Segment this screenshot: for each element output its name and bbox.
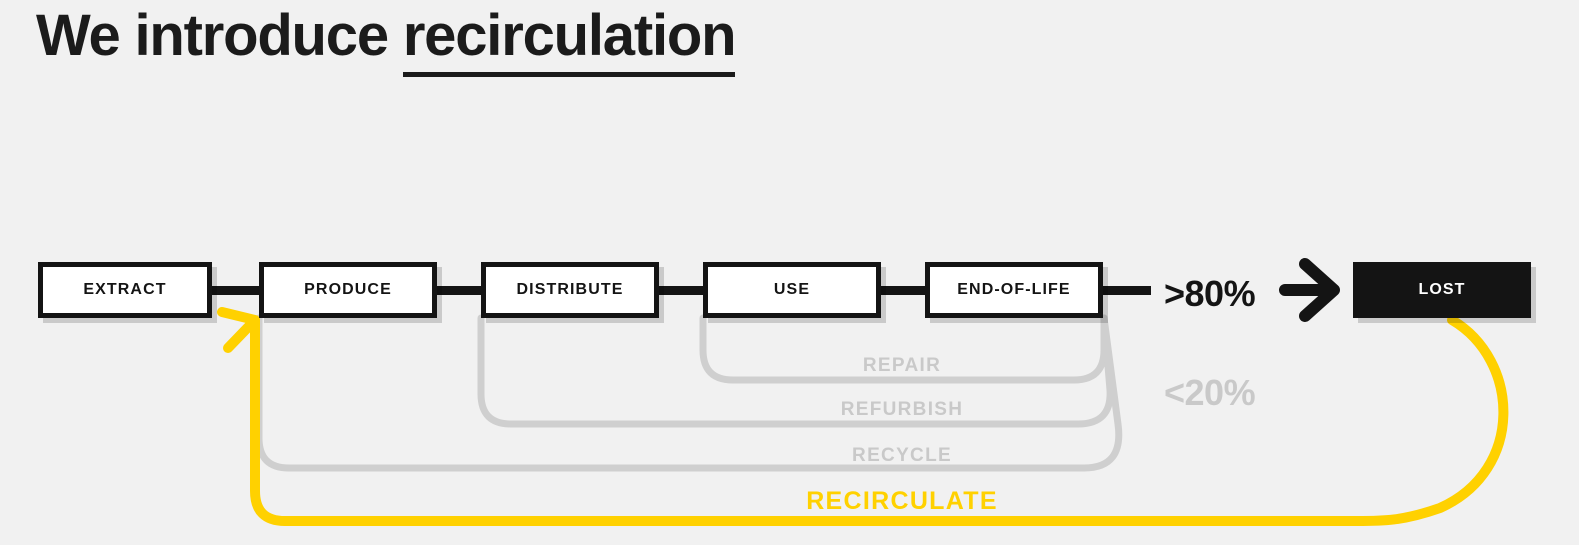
connector-bar (208, 286, 264, 295)
loop-path-refurbish (477, 314, 1114, 428)
stage-box-use[interactable]: USE (703, 262, 881, 318)
stage-label: DISTRIBUTE (516, 281, 624, 298)
page-title-emphasis: recirculation (402, 3, 737, 77)
loop-path-repair (699, 314, 1108, 384)
recirculate-arrowhead-icon (217, 307, 260, 377)
loop-label-recirculate: RECIRCULATE (806, 487, 998, 515)
stage-box-extract[interactable]: EXTRACT (38, 262, 212, 318)
connector-bar (433, 286, 485, 295)
loop-label-repair: REPAIR (862, 355, 942, 376)
stage-box-distribute[interactable]: DISTRIBUTE (481, 262, 659, 318)
connector-bar (655, 286, 707, 295)
stage-label: END-OF-LIFE (957, 281, 1071, 298)
percentage-major-label: >80% (1164, 273, 1256, 314)
loop-label-refurbish: REFURBISH (840, 399, 964, 420)
arrow-right-icon (1279, 258, 1340, 322)
stage-label: USE (773, 281, 811, 298)
stage-label: PRODUCE (304, 281, 392, 298)
stage-box-produce[interactable]: PRODUCE (259, 262, 437, 318)
loop-path-recirculate (250, 315, 1509, 527)
loop-label-recycle: RECYCLE (852, 445, 952, 466)
page-title-lead: We introduce (36, 3, 403, 68)
stage-box-lost[interactable]: LOST (1353, 262, 1531, 318)
stage-label: LOST (1418, 281, 1466, 298)
percentage-minor-label: <20% (1164, 372, 1256, 413)
stage-label: EXTRACT (83, 281, 167, 298)
connector-bar (1099, 286, 1151, 295)
loop-path-recycle (255, 314, 1123, 472)
page-title: We introduce recirculation (36, 2, 737, 77)
connector-bar (877, 286, 929, 295)
stage-box-end-of-life[interactable]: END-OF-LIFE (925, 262, 1103, 318)
